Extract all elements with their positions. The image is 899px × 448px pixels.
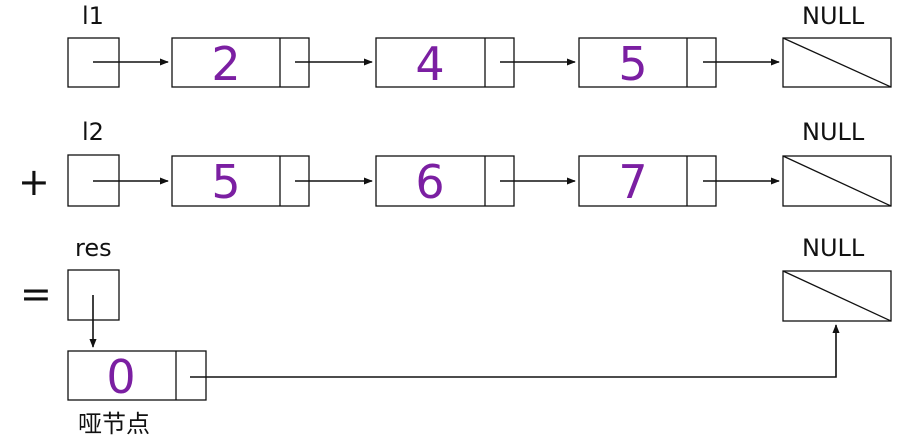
- node-box: [375, 37, 515, 88]
- null-slash: [782, 155, 892, 207]
- list2-node-3: 7: [578, 155, 717, 209]
- list1-row: l1 2 4 5 NULL: [67, 2, 892, 91]
- list2-node-1: 5: [171, 155, 310, 209]
- null-label-2: NULL: [802, 118, 865, 146]
- null-box-1: [782, 37, 892, 88]
- list1-node-3: 5: [578, 37, 717, 91]
- res-label: res: [75, 234, 112, 262]
- node-value: 4: [415, 37, 444, 91]
- list1-node-2: 4: [375, 37, 515, 91]
- node-value: 6: [415, 155, 444, 209]
- null-box: [782, 37, 892, 88]
- node-value: 5: [211, 155, 240, 209]
- plus-sign: +: [18, 160, 50, 204]
- list2-row: + l2 5 6 7 NULL: [18, 118, 892, 209]
- null-slash: [782, 270, 892, 322]
- node-box: [375, 155, 515, 207]
- null-label-1: NULL: [802, 2, 865, 30]
- dummy-to-null-arrow: [190, 324, 840, 378]
- null-label-3: NULL: [802, 234, 865, 262]
- l1-label: l1: [82, 2, 104, 30]
- null-box: [782, 270, 892, 322]
- equals-sign: =: [20, 272, 52, 316]
- node-value: 0: [106, 350, 135, 404]
- null-box-3: [782, 270, 892, 322]
- list2-node-2: 6: [375, 155, 515, 209]
- null-box-2: [782, 155, 892, 207]
- node-box: [67, 350, 207, 401]
- l2-label: l2: [82, 118, 104, 146]
- null-slash: [782, 37, 892, 88]
- list1-node-1: 2: [171, 37, 310, 91]
- result-row: = res 0 哑节点 NULL: [20, 234, 892, 438]
- null-box: [782, 155, 892, 207]
- dummy-node-label: 哑节点: [78, 410, 150, 438]
- node-value: 7: [618, 155, 647, 209]
- dummy-node: 0: [67, 350, 207, 404]
- node-value: 5: [618, 37, 647, 91]
- node-value: 2: [211, 37, 240, 91]
